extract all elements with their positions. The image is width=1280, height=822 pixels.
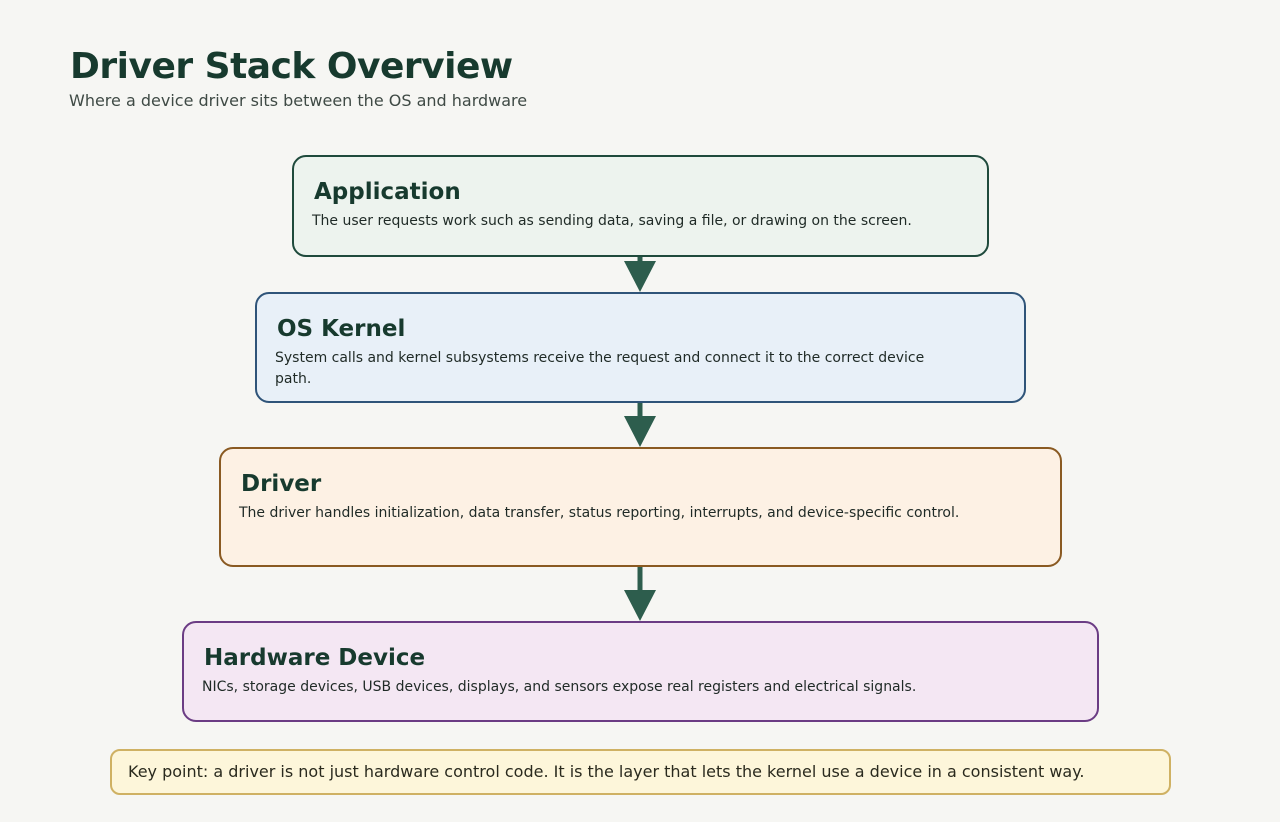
- layer-description: NICs, storage devices, USB devices, disp…: [202, 679, 917, 695]
- layer-description: The driver handles initialization, data …: [239, 505, 960, 521]
- layer-title: Application: [314, 179, 461, 205]
- layer-description: System calls and kernel subsystems recei…: [275, 350, 925, 387]
- layer-application: Application The user requests work such …: [292, 155, 989, 257]
- layer-os-kernel: OS Kernel System calls and kernel subsys…: [255, 292, 1026, 403]
- arrow-kernel-to-driver: [624, 403, 656, 447]
- layer-title: OS Kernel: [277, 316, 406, 342]
- key-point-note: Key point: a driver is not just hardware…: [110, 749, 1171, 795]
- page-subtitle: Where a device driver sits between the O…: [69, 91, 528, 110]
- arrow-app-to-kernel: [624, 257, 656, 292]
- layer-description: The user requests work such as sending d…: [312, 213, 912, 229]
- arrow-driver-to-hardware: [624, 567, 656, 621]
- layer-title: Driver: [241, 471, 322, 497]
- layer-hardware-device: Hardware Device NICs, storage devices, U…: [182, 621, 1099, 722]
- layer-driver: Driver The driver handles initialization…: [219, 447, 1062, 567]
- layer-title: Hardware Device: [204, 645, 426, 671]
- page-title: Driver Stack Overview: [70, 46, 513, 87]
